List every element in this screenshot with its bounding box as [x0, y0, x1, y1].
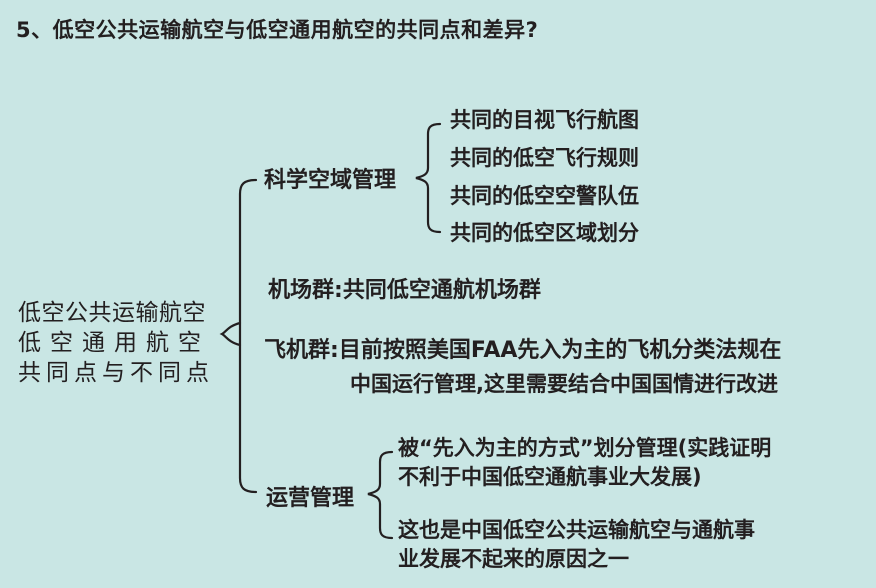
airspace-item: 共同的低空区域划分	[450, 221, 639, 245]
branch-aircraft: 飞机群:目前按照美国FAA先入为主的飞机分类法规在	[264, 332, 781, 364]
airspace-item: 共同的低空飞行规则	[450, 146, 639, 170]
root-line-3: 共同点与不同点	[18, 360, 214, 386]
question-title: 5、低空公共运输航空与低空通用航空的共同点和差异?	[16, 18, 539, 42]
branch-airport-text: 共同低空通航机场群	[342, 278, 541, 303]
root-brace	[219, 321, 242, 347]
operation-item-2-line-1: 这也是中国低空公共运输航空与通航事	[398, 518, 755, 542]
branch-aircraft-label: 飞机群:	[264, 338, 339, 363]
root-line-2: 低空通用航空	[18, 330, 210, 356]
operation-brace	[367, 450, 394, 540]
operation-item-1-line-2: 不利于中国低空通航事业大发展)	[398, 465, 702, 489]
branch-aircraft-line-2: 中国运行管理,这里需要结合中国国情进行改进	[350, 372, 778, 396]
airspace-brace	[415, 122, 442, 234]
branch-airport: 机场群:共同低空通航机场群	[268, 272, 541, 304]
root-line-1: 低空公共运输航空	[18, 300, 206, 326]
branch-aircraft-line-1: 目前按照美国FAA先入为主的飞机分类法规在	[338, 338, 782, 363]
branch-airspace-label: 科学空域管理	[264, 168, 397, 193]
operation-item-2-line-2: 业发展不起来的原因之一	[398, 547, 629, 571]
branch-airport-label: 机场群:	[268, 278, 343, 303]
main-trunk	[238, 178, 258, 494]
operation-item-1-line-1: 被“先入为主的方式”划分管理(实践证明	[398, 436, 772, 460]
airspace-item: 共同的目视飞行航图	[450, 108, 639, 132]
branch-operation-label: 运营管理	[266, 486, 355, 511]
airspace-item: 共同的低空空警队伍	[450, 184, 639, 208]
